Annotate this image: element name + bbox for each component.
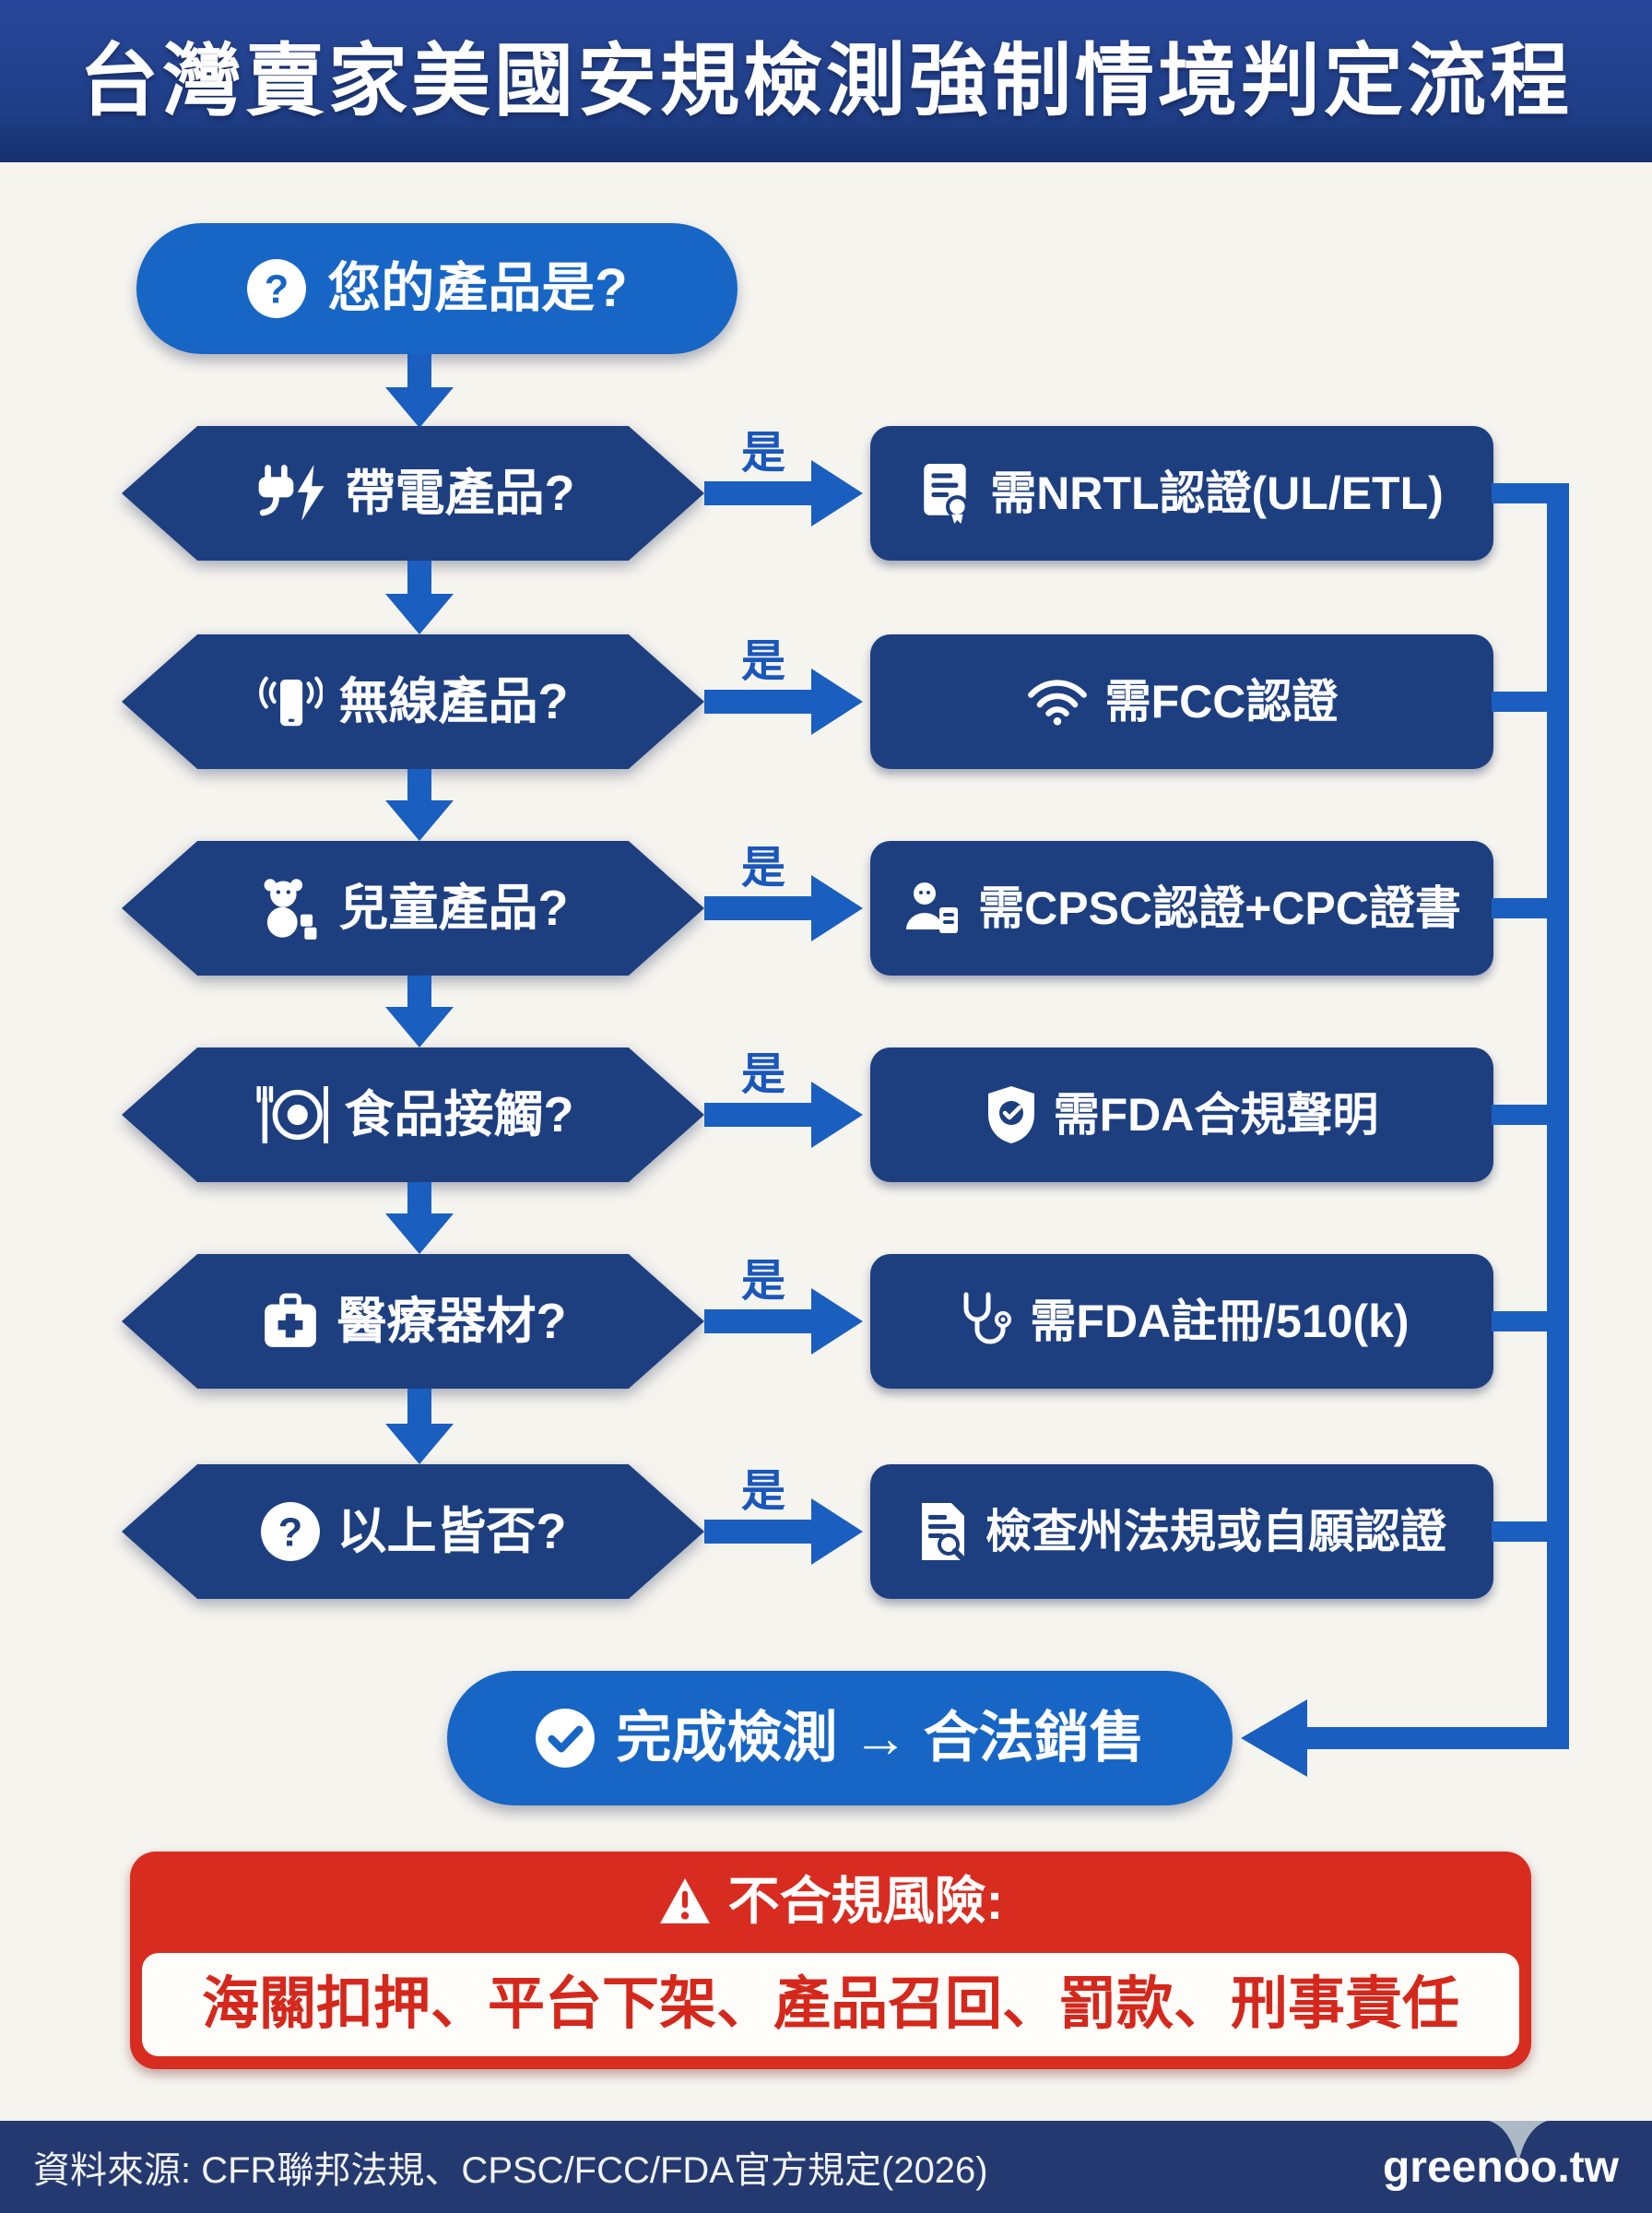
arrow-down-icon bbox=[385, 1424, 454, 1464]
result-label: 需FCC認證 bbox=[1104, 676, 1339, 728]
question-circle-icon: ? bbox=[260, 1502, 320, 1561]
arrow-down-connector bbox=[407, 1182, 431, 1217]
document-search-icon bbox=[922, 1503, 966, 1562]
result-fda-compliance: 需FDA合規聲明 bbox=[870, 1047, 1493, 1182]
decision-wireless: 無線產品? bbox=[122, 634, 704, 769]
header-banner: 台灣賣家美國安規檢測強制情境判定流程 bbox=[0, 0, 1652, 162]
start-label: 您的產品是? bbox=[327, 258, 628, 318]
risk-title-row: 不合規風險: bbox=[130, 1852, 1531, 1951]
decision-label: 以上皆否? bbox=[336, 1504, 567, 1559]
result-state-regulations: 檢查州法規或自願認證 bbox=[870, 1464, 1493, 1599]
yes-label: 是 bbox=[740, 429, 785, 478]
arrow-right-icon bbox=[811, 1288, 863, 1355]
medical-bag-icon bbox=[264, 1293, 316, 1347]
result-label: 需FDA合規聲明 bbox=[1053, 1089, 1379, 1141]
page-title: 台灣賣家美國安規檢測強制情境判定流程 bbox=[79, 37, 1573, 125]
utensils-plate-icon bbox=[255, 1086, 328, 1143]
child-certificate-icon bbox=[906, 882, 959, 933]
warning-triangle-icon bbox=[659, 1878, 710, 1923]
result-fcc: 需FCC認證 bbox=[870, 634, 1493, 769]
stethoscope-icon bbox=[963, 1292, 1012, 1344]
arrow-right-connector bbox=[704, 896, 813, 920]
plug-bolt-icon bbox=[258, 465, 324, 521]
arrow-right-connector bbox=[704, 1309, 813, 1333]
arrow-left-icon bbox=[1241, 1699, 1307, 1777]
source-note: 資料來源: CFR聯邦法規、CPSC/FCC/FDA官方規定(2026) bbox=[33, 2150, 988, 2191]
result-nrtl: 需NRTL認證(UL/ETL) bbox=[870, 426, 1493, 561]
decision-label: 無線產品? bbox=[338, 674, 569, 729]
trunk-connector bbox=[1547, 483, 1569, 1748]
arrow-down-icon bbox=[385, 387, 454, 428]
result-label: 需CPSC認證+CPC證書 bbox=[978, 882, 1461, 934]
wireless-phone-icon bbox=[258, 676, 323, 727]
yes-label: 是 bbox=[740, 1467, 785, 1516]
yes-label: 是 bbox=[740, 1050, 785, 1099]
arrow-down-connector bbox=[407, 354, 431, 391]
decision-label: 帶電產品? bbox=[345, 466, 575, 521]
arrow-right-connector bbox=[704, 481, 813, 505]
return-connector bbox=[1307, 1727, 1569, 1749]
risk-items-panel: 海關扣押、平台下架、產品召回、罰款、刑事責任 bbox=[142, 1953, 1519, 2056]
final-node: 完成檢測 → 合法銷售 bbox=[447, 1671, 1233, 1805]
certificate-icon bbox=[924, 464, 969, 524]
final-label: 完成檢測 → 合法銷售 bbox=[616, 1707, 1145, 1769]
arrow-down-icon bbox=[385, 1007, 454, 1047]
risk-warning-box: 不合規風險: 海關扣押、平台下架、產品召回、罰款、刑事責任 bbox=[130, 1852, 1531, 2069]
arrow-right-icon bbox=[811, 875, 863, 941]
start-node: ? 您的產品是? bbox=[136, 223, 738, 354]
arrow-right-connector bbox=[704, 1103, 813, 1127]
arrow-right-connector bbox=[704, 1520, 813, 1544]
yes-label: 是 bbox=[740, 844, 785, 893]
decision-children: 兒童產品? bbox=[122, 841, 704, 976]
check-circle-icon bbox=[536, 1709, 596, 1768]
decision-electrical: 帶電產品? bbox=[122, 426, 704, 561]
decision-label: 食品接觸? bbox=[344, 1087, 574, 1142]
arrow-down-icon bbox=[385, 1213, 454, 1254]
decision-medical: 醫療器材? bbox=[122, 1254, 704, 1389]
teddy-bear-icon bbox=[264, 879, 316, 940]
arrow-down-connector bbox=[407, 1389, 431, 1427]
arrow-down-connector bbox=[407, 561, 431, 598]
arrow-right-icon bbox=[811, 1082, 863, 1148]
decision-label: 兒童產品? bbox=[338, 881, 569, 936]
arrow-right-connector bbox=[704, 690, 813, 714]
arrow-down-connector bbox=[407, 769, 431, 804]
result-label: 需FDA註冊/510(k) bbox=[1030, 1296, 1410, 1347]
arrow-right-icon bbox=[811, 460, 863, 527]
yes-label: 是 bbox=[740, 637, 785, 686]
arrow-right-icon bbox=[811, 1498, 863, 1565]
result-fda-510k: 需FDA註冊/510(k) bbox=[870, 1254, 1493, 1389]
decision-none-of-above: ? 以上皆否? bbox=[122, 1464, 704, 1599]
yes-label: 是 bbox=[740, 1257, 785, 1306]
shield-check-icon bbox=[987, 1086, 1034, 1143]
footer-bar: 資料來源: CFR聯邦法規、CPSC/FCC/FDA官方規定(2026) gre… bbox=[0, 2121, 1652, 2213]
arrow-down-connector bbox=[407, 976, 431, 1011]
brand-name: greenoo.tw bbox=[1382, 2142, 1619, 2192]
svg-text:?: ? bbox=[265, 267, 289, 312]
arrow-right-icon bbox=[811, 669, 863, 735]
question-circle-icon: ? bbox=[247, 259, 307, 318]
decision-food-contact: 食品接觸? bbox=[122, 1047, 704, 1182]
decision-label: 醫療器材? bbox=[336, 1294, 567, 1349]
result-cpsc: 需CPSC認證+CPC證書 bbox=[870, 841, 1493, 976]
risk-title: 不合規風險: bbox=[727, 1872, 1004, 1930]
arrow-down-icon bbox=[385, 800, 454, 841]
brand-v-icon bbox=[1489, 2121, 1548, 2163]
wifi-icon bbox=[1027, 680, 1087, 726]
result-label: 需NRTL認證(UL/ETL) bbox=[990, 467, 1444, 519]
risk-items: 海關扣押、平台下架、產品召回、罰款、刑事責任 bbox=[201, 1972, 1459, 2036]
result-label: 檢查州法規或自願認證 bbox=[985, 1506, 1446, 1557]
svg-text:?: ? bbox=[277, 1510, 301, 1555]
arrow-down-icon bbox=[385, 594, 454, 634]
